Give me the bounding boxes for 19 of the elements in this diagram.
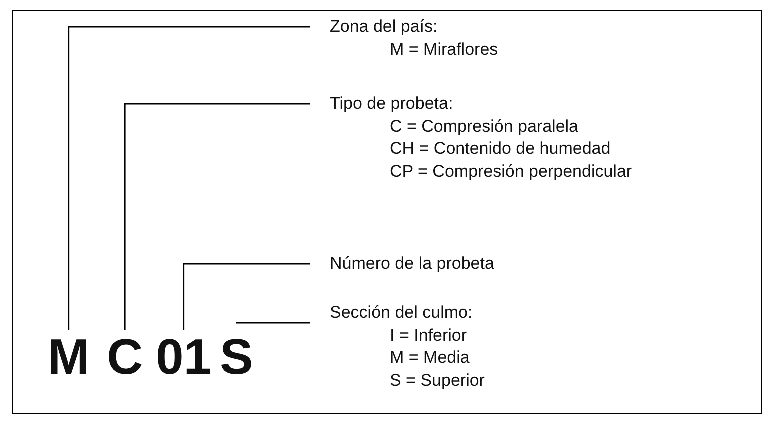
code-character: C <box>107 332 144 382</box>
description-item: M = Miraflores <box>390 38 498 60</box>
description-heading: Número de la probeta <box>330 253 494 275</box>
description-item: S = Superior <box>390 370 485 392</box>
code-character: S <box>220 332 254 382</box>
description-heading: Tipo de probeta: <box>330 93 454 115</box>
leader-line <box>68 26 310 330</box>
code-character: 01 <box>156 332 212 382</box>
description-item: C = Compresión paralela <box>390 116 580 138</box>
leader-line <box>183 263 310 330</box>
description-item: CP = Compresión perpendicular <box>390 160 632 182</box>
description-heading: Zona del país: <box>330 16 439 38</box>
leader-line <box>124 103 310 330</box>
description-heading: Sección del culmo: <box>330 302 474 324</box>
description-item: CH = Contenido de humedad <box>390 138 612 160</box>
description-item: M = Media <box>390 347 471 369</box>
description-item: I = Inferior <box>390 324 468 346</box>
leader-line <box>236 322 310 324</box>
code-character: M <box>48 332 90 382</box>
